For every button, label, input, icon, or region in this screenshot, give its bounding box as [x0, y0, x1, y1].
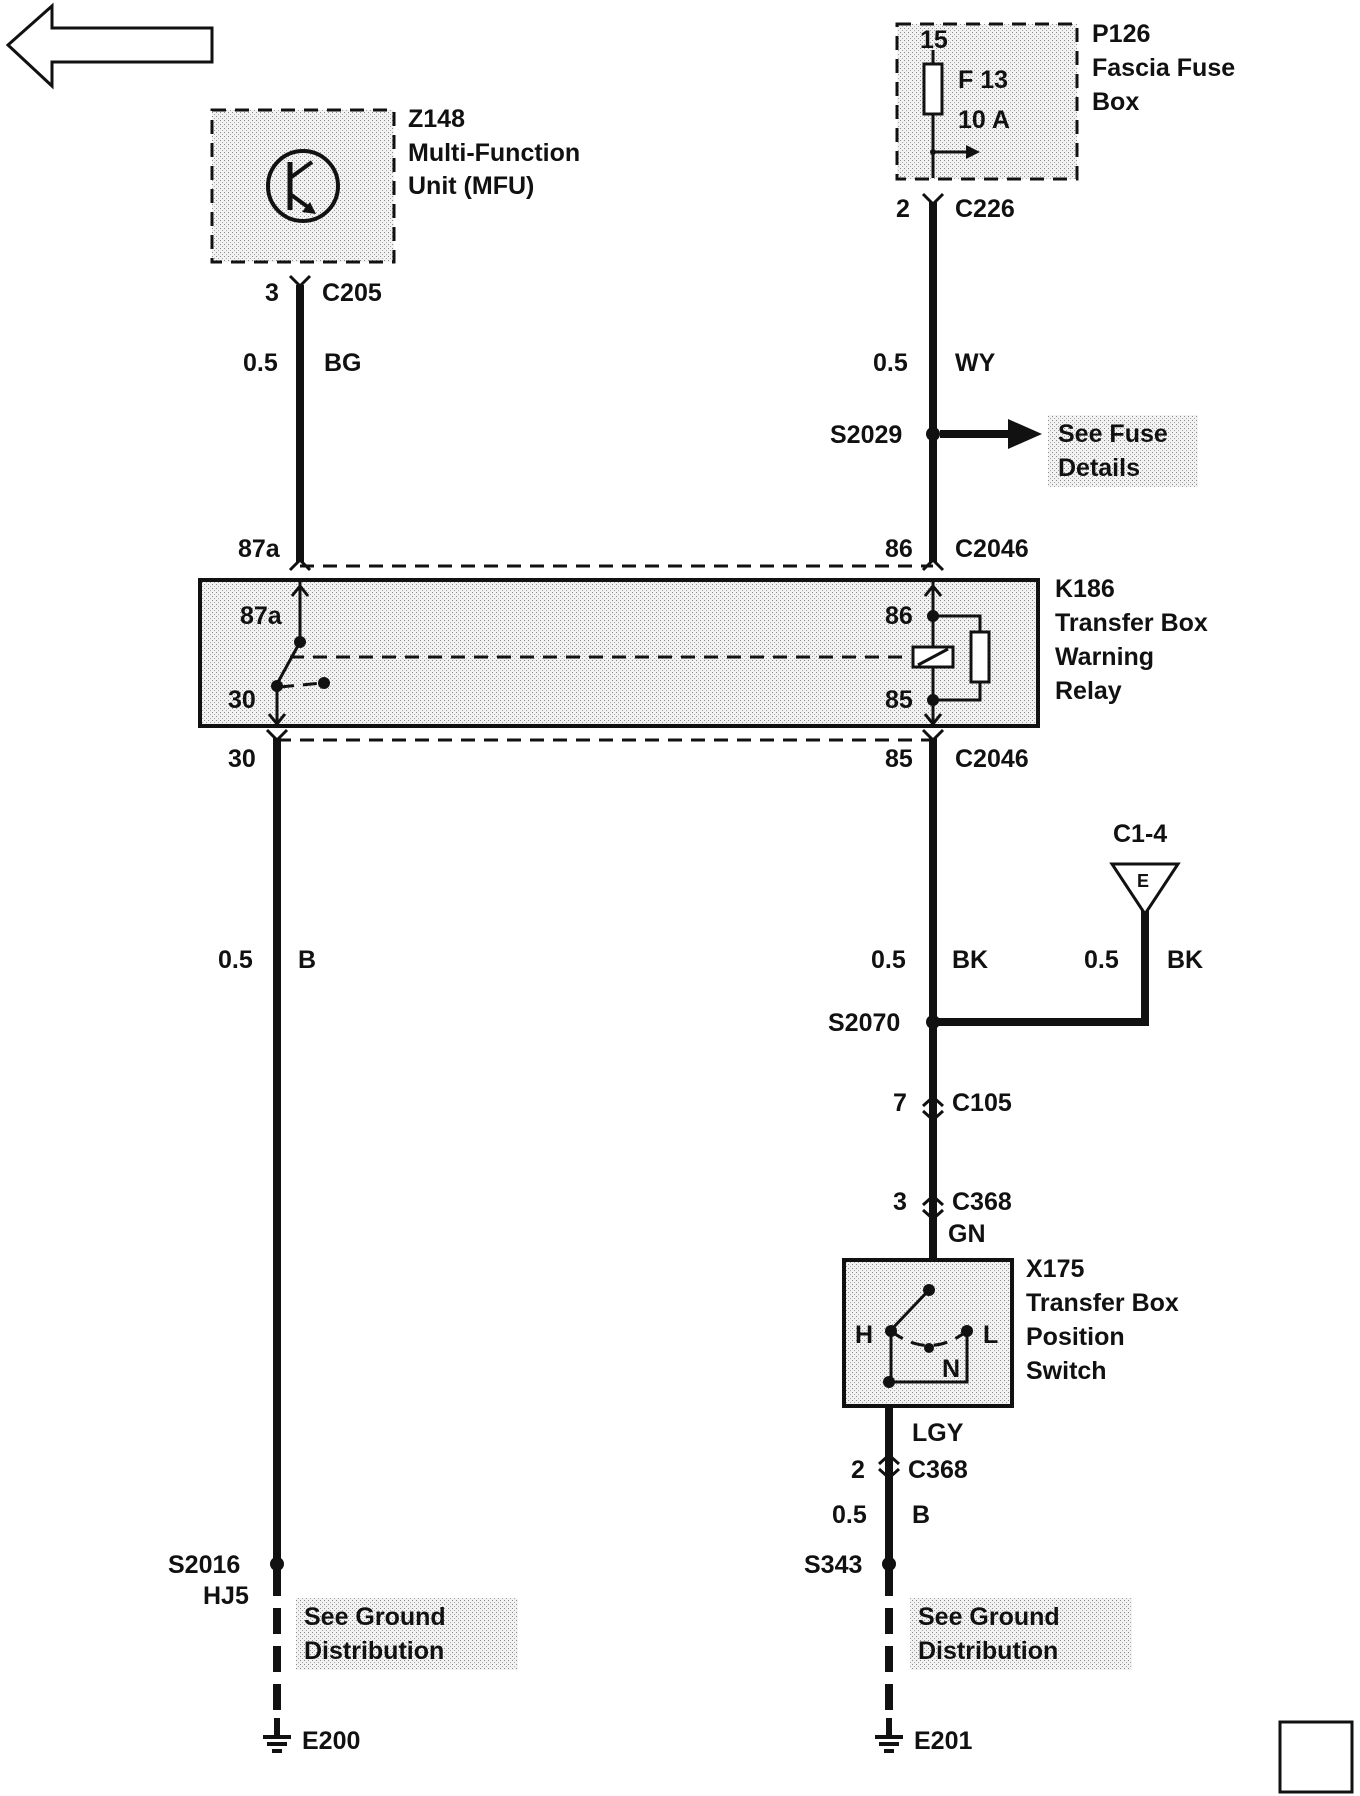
wire-c14-color: BK	[1167, 946, 1203, 974]
s2016-label: S2016	[168, 1551, 240, 1579]
fuse-details-line1: See Fuse	[1058, 420, 1168, 448]
wire-ground-color: B	[912, 1501, 930, 1529]
mfu-name-line1: Multi-Function	[408, 139, 580, 167]
c368-pin-3: 3	[893, 1188, 907, 1216]
c105-name: C105	[952, 1089, 1012, 1117]
c105-pin: 7	[893, 1089, 907, 1117]
switch-box	[842, 1258, 1014, 1408]
ground-left-label: E200	[302, 1727, 360, 1755]
wire-b-size: 0.5	[218, 946, 253, 974]
ground-left-line2: Distribution	[304, 1637, 444, 1665]
mfu-name-line2: Unit (MFU)	[408, 172, 534, 200]
relay-name-line3: Relay	[1055, 677, 1122, 705]
arrow-right-icon	[940, 419, 1042, 449]
c205-pin: 3	[265, 279, 279, 307]
relay-name-line1: Transfer Box	[1055, 609, 1208, 637]
mfu-id: Z148	[408, 105, 465, 133]
fuse-box	[895, 22, 1079, 181]
splice-s2016	[270, 1557, 284, 1571]
c1-4-id: C1-4	[1113, 820, 1167, 848]
back-arrow-icon[interactable]	[5, 2, 214, 90]
wire-bk-color: BK	[952, 946, 988, 974]
c368-3-symbol	[921, 1193, 945, 1222]
wire-bk-size: 0.5	[871, 946, 906, 974]
wire-bk	[921, 728, 945, 1262]
relay-pin-86: 86	[885, 602, 913, 630]
wire-wy-color: WY	[955, 349, 996, 377]
switch-id: X175	[1026, 1255, 1084, 1283]
fuse-icon	[922, 50, 980, 178]
c2046-name-top: C2046	[955, 535, 1029, 563]
c2046-pin-87a: 87a	[238, 535, 281, 563]
relay-coil-icon	[911, 582, 991, 727]
c2046-name-bottom: C2046	[955, 745, 1029, 773]
switch-pos-l: L	[983, 1321, 998, 1349]
fuse-label: F 13	[958, 66, 1008, 94]
s343-label: S343	[804, 1551, 862, 1579]
fuse-details-link[interactable]: See Fuse Details	[1048, 415, 1198, 487]
s2029-label: S2029	[830, 421, 902, 449]
c368-name-3: C368	[952, 1188, 1012, 1216]
wire-lgy-color: LGY	[912, 1419, 964, 1447]
relay-pin-87a: 87a	[240, 602, 283, 630]
ground-icon	[875, 1718, 903, 1753]
wire-wy-size: 0.5	[873, 349, 908, 377]
ground-distribution-left-link[interactable]: See Ground Distribution	[296, 1598, 518, 1670]
wire-bg	[288, 274, 312, 572]
fusebox-id: P126	[1092, 20, 1150, 48]
s2070-label: S2070	[828, 1009, 900, 1037]
relay-pin-85: 85	[885, 686, 913, 714]
wire-b-color: B	[298, 946, 316, 974]
relay-box	[198, 578, 1040, 728]
switch-name-line3: Switch	[1026, 1357, 1107, 1385]
mfu-module	[210, 108, 396, 264]
ground-right-line1: See Ground	[918, 1603, 1060, 1631]
c368-2-symbol	[877, 1452, 901, 1481]
wire-gn-color: GN	[948, 1220, 986, 1248]
c226-pin: 2	[896, 195, 910, 223]
c2046-pin-85: 85	[885, 745, 913, 773]
c1-4-letter: E	[1137, 871, 1149, 891]
ground-icon	[263, 1718, 291, 1753]
switch-pos-h: H	[855, 1321, 873, 1349]
transistor-icon	[266, 149, 340, 223]
c226-name: C226	[955, 195, 1015, 223]
wire-bg-size: 0.5	[243, 349, 278, 377]
c105-symbol	[921, 1094, 945, 1123]
splice-s2070	[926, 1015, 940, 1029]
ground-right-label: E201	[914, 1727, 972, 1755]
c2046-pin-30: 30	[228, 745, 256, 773]
s2016-sub-label: HJ5	[203, 1582, 249, 1610]
relay-id: K186	[1055, 575, 1115, 603]
fusebox-name-line2: Box	[1092, 88, 1139, 116]
fuse-pin: 15	[920, 26, 948, 54]
ground-distribution-right-link[interactable]: See Ground Distribution	[910, 1598, 1132, 1670]
wire-wy	[921, 192, 945, 572]
ground-right-line2: Distribution	[918, 1637, 1058, 1665]
wire-c14-size: 0.5	[1084, 946, 1119, 974]
ground-left-line1: See Ground	[304, 1603, 446, 1631]
c368-name-2: C368	[908, 1456, 968, 1484]
wire-ground-size: 0.5	[832, 1501, 867, 1529]
splice-s2029	[926, 427, 940, 441]
switch-name-line1: Transfer Box	[1026, 1289, 1179, 1317]
wire-bg-color: BG	[324, 349, 362, 377]
fuse-rating: 10 A	[958, 106, 1010, 134]
switch-name-line2: Position	[1026, 1323, 1125, 1351]
c368-pin-2: 2	[851, 1456, 865, 1484]
fusebox-name-line1: Fascia Fuse	[1092, 54, 1235, 82]
splice-s343	[882, 1557, 896, 1571]
page-corner-box	[1278, 1720, 1354, 1794]
relay-pin-30: 30	[228, 686, 256, 714]
fuse-details-line2: Details	[1058, 454, 1140, 482]
wire-c14	[933, 862, 1181, 1026]
c205-name: C205	[322, 279, 382, 307]
relay-name-line2: Warning	[1055, 643, 1154, 671]
switch-pos-n: N	[942, 1355, 960, 1383]
c2046-pin-86: 86	[885, 535, 913, 563]
